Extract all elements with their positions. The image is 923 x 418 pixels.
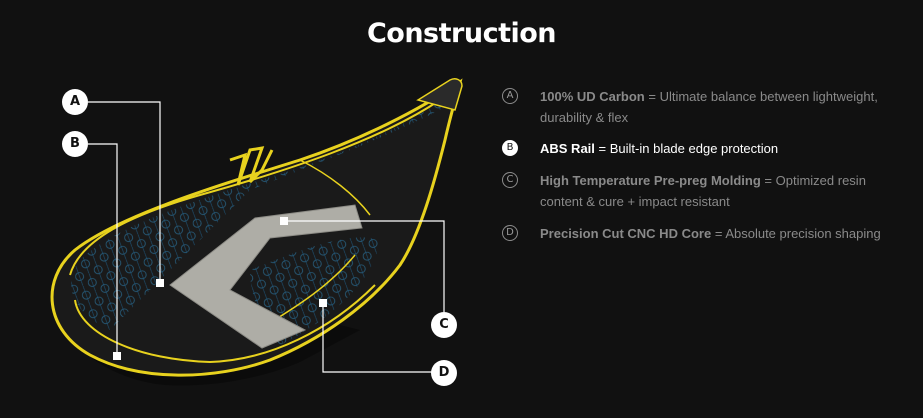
callout-d: D [431,360,457,386]
spec-name: Precision Cut CNC HD Core [540,226,712,241]
callout-leader-lines [88,101,445,373]
spec-description: = Built-in blade edge protection [598,141,779,156]
spec-letter-badge: B [502,140,518,156]
spec-item-preg-molding[interactable]: C High Temperature Pre-preg Molding = Op… [502,170,902,212]
spec-letter-badge: D [502,225,518,241]
spec-letter-badge: A [502,88,518,104]
callout-c: C [431,312,457,338]
callout-anchor-points [113,217,327,360]
spec-description: = Absolute precision shaping [714,226,881,241]
spec-name: High Temperature Pre-preg Molding [540,173,761,188]
spec-letter-badge: C [502,172,518,188]
spec-description: = Ultimate balance between lightweight, … [540,89,878,125]
spec-name: 100% UD Carbon [540,89,645,104]
callout-a: A [62,89,88,115]
page-title: Construction [366,18,557,49]
spec-item-cnc-core[interactable]: D Precision Cut CNC HD Core = Absolute p… [502,223,902,265]
spec-description: = Optimized resin content & cure + impac… [540,173,866,209]
callout-b: B [62,131,88,157]
spec-item-ud-carbon[interactable]: A 100% UD Carbon = Ultimate balance betw… [502,86,902,128]
spec-name: ABS Rail [540,141,595,156]
spec-item-abs-rail[interactable]: B ABS Rail = Built-in blade edge protect… [502,138,902,160]
hd-core [169,204,363,349]
